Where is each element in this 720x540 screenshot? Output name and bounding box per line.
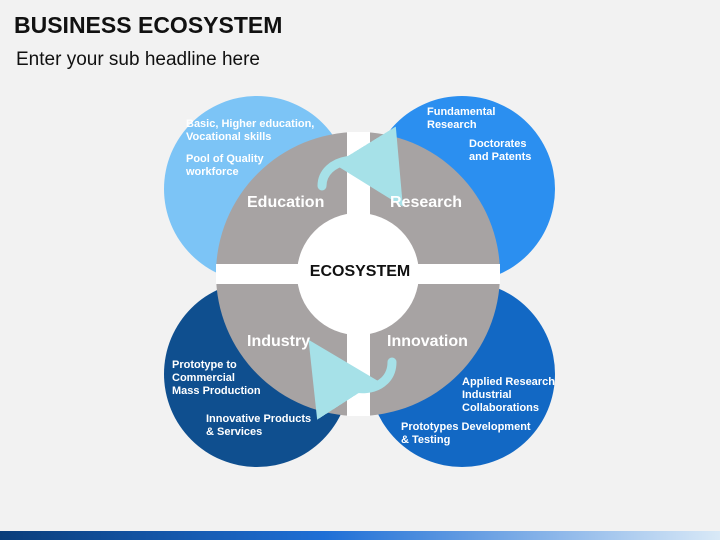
page-title: BUSINESS ECOSYSTEM (14, 12, 283, 38)
arrow-innovation-to-industry-icon (308, 339, 397, 420)
page-subtitle: Enter your sub headline here (16, 49, 260, 70)
industry-text-2: Innovative Products & Services (206, 413, 312, 438)
industry-text-1: Prototype to Commercial Mass Production (172, 359, 261, 397)
innovation-text-2: Prototypes Development & Testing (401, 421, 531, 446)
arrow-education-to-research-icon (317, 126, 403, 207)
center-circle (297, 213, 419, 335)
education-text-1: Basic, Higher education, Vocational skil… (186, 118, 315, 143)
footer-accent-bar (0, 531, 720, 540)
center-label: ECOSYSTEM (309, 263, 411, 280)
education-text-2: Pool of Quality workforce (186, 153, 264, 178)
research-text-2: Doctorates and Patents (469, 138, 532, 163)
segment-label-education: Education (247, 194, 325, 211)
segment-label-industry: Industry (247, 333, 311, 350)
innovation-text-1: Applied Research Industrial Collaboratio… (462, 376, 555, 414)
segment-label-innovation: Innovation (387, 333, 468, 350)
segment-label-research: Research (390, 194, 463, 211)
research-text-1: Fundamental Research (427, 106, 496, 131)
